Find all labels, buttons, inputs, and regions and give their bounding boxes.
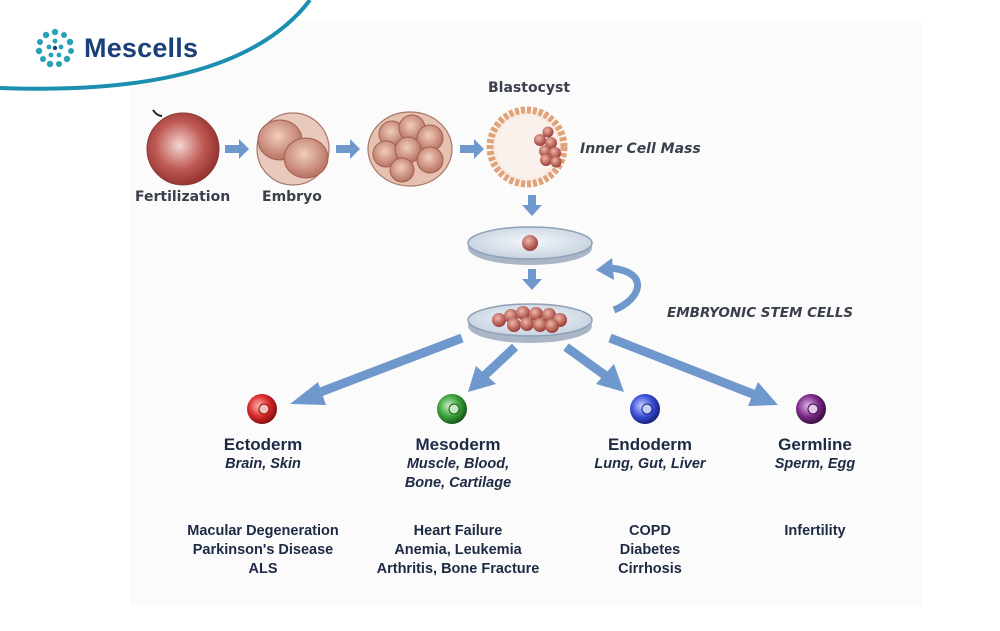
disease-item: Macular Degeneration [187, 523, 339, 539]
disease-item: Cirrhosis [618, 561, 682, 577]
lineage-name: Ectoderm [223, 435, 303, 454]
lineage-name: Endoderm [607, 435, 693, 454]
lineage-ectoderm: Ectoderm Brain, Skin Macular Degeneratio… [153, 435, 373, 577]
disease-item: Infertility [784, 523, 846, 539]
self-renewal-arrow-icon [596, 258, 642, 314]
blastocyst-cell [486, 106, 568, 188]
stem-cell-dish [467, 303, 593, 343]
label-blastocyst: Blastocyst [488, 80, 571, 96]
ectoderm-cell-icon [247, 394, 277, 424]
disease-item: Anemia, Leukemia [394, 542, 522, 558]
disease-item: COPD [629, 523, 671, 539]
arrow-right-icon [460, 139, 484, 159]
arrow-right-icon [225, 139, 249, 159]
arrow-to-ectoderm-icon [290, 333, 464, 405]
small-pointer-icon [152, 109, 163, 117]
zygote-cell [146, 112, 220, 186]
arrow-to-endoderm-icon [563, 343, 624, 392]
mesoderm-cell-icon [437, 394, 467, 424]
disease-item: Arthritis, Bone Fracture [376, 561, 540, 577]
lineage-endoderm: Endoderm Lung, Gut, Liver COPD Diabetes … [540, 435, 760, 577]
brand-arc [0, 0, 312, 91]
brand-logo[interactable]: Mescells [34, 27, 198, 69]
lineage-tissue: Lung, Gut, Liver [594, 456, 706, 472]
arrow-to-germline-icon [608, 333, 778, 406]
lineage-tissue: Sperm, Egg [774, 456, 856, 472]
label-embryonic-stem-cells: EMBRYONIC STEM CELLS [667, 305, 854, 321]
lineage-mesoderm: Mesoderm Muscle, Blood, Bone, Cartilage … [348, 435, 568, 577]
lineage-name: Mesoderm [415, 435, 501, 454]
arrow-to-mesoderm-icon [468, 343, 519, 392]
lineage-diseases: Heart Failure Anemia, Leukemia Arthritis… [348, 522, 568, 579]
label-inner-cell-mass: Inner Cell Mass [580, 141, 701, 157]
arrow-right-icon [336, 139, 360, 159]
embryo-two-cell [256, 112, 330, 186]
morula-cell [367, 111, 453, 187]
arrow-down-icon [522, 195, 542, 216]
endoderm-cell-icon [630, 394, 660, 424]
culture-dish [467, 226, 593, 265]
disease-item: Diabetes [619, 542, 681, 558]
lineage-tissue: Muscle, Blood, [406, 456, 510, 472]
brand-name: Mescells [84, 32, 199, 63]
arrow-down-icon [522, 269, 542, 290]
lineage-diseases: COPD Diabetes Cirrhosis [540, 522, 760, 579]
mescells-logo-icon [35, 28, 74, 68]
lineage-tissue: Bone, Cartilage [404, 475, 512, 491]
disease-item: Heart Failure [413, 523, 503, 539]
lineage-germline: Germline Sperm, Egg Infertility [705, 435, 925, 539]
lineage-diseases: Infertility [705, 522, 925, 541]
lineage-tissue: Brain, Skin [225, 456, 301, 472]
label-embryo: Embryo [262, 189, 322, 205]
disease-item: Parkinson's Disease [192, 542, 334, 558]
label-fertilization: Fertilization [135, 189, 231, 205]
lineage-diseases: Macular Degeneration Parkinson's Disease… [153, 522, 373, 579]
lineage-name: Germline [778, 435, 852, 454]
disease-item: ALS [248, 561, 278, 577]
germline-cell-icon [796, 394, 826, 424]
